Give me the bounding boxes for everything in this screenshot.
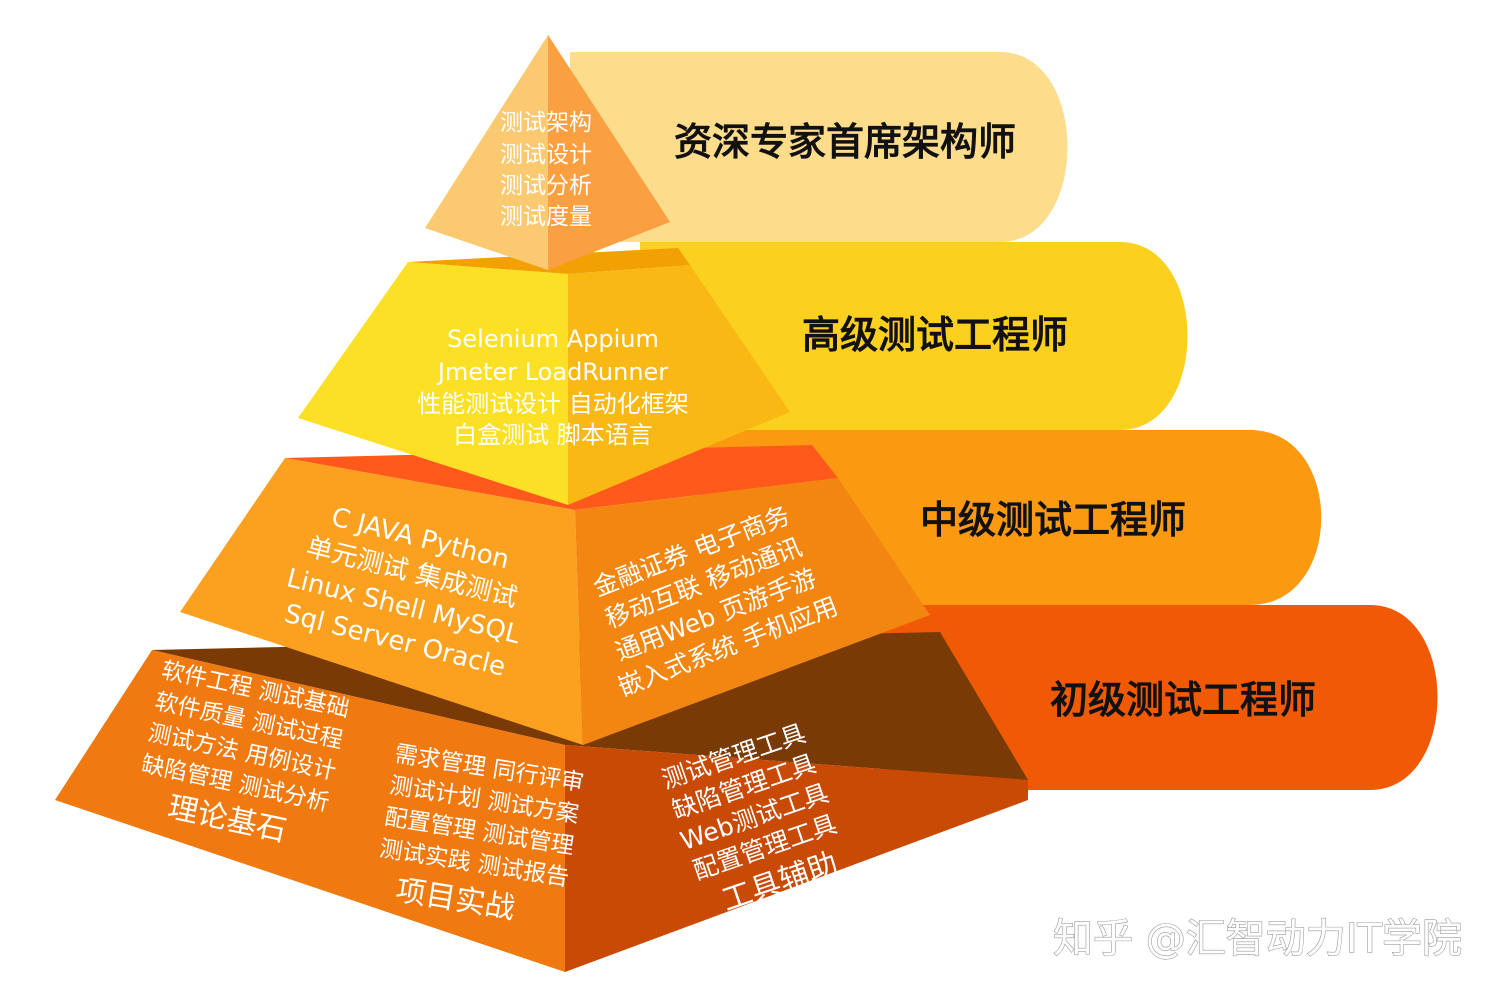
banner-tier-3 bbox=[640, 242, 1188, 430]
tier-3-title: 高级测试工程师 bbox=[802, 313, 1068, 357]
tier-3-skill-line: 白盒测试 脚本语言 bbox=[453, 421, 653, 449]
tier-4-right-face bbox=[548, 35, 670, 270]
tier-3-skill-line: Jmeter LoadRunner bbox=[436, 358, 668, 386]
tier-1-left-face bbox=[55, 650, 565, 972]
tier-4-left-face bbox=[425, 35, 548, 270]
tier-2-right-face bbox=[575, 478, 930, 745]
tier-1-project-skills: 需求管理 同行评审 测试计划 测试方案 配置管理 测试管理 测试实践 测试报告 … bbox=[378, 741, 586, 926]
tier-4-skills: 测试架构 测试设计 测试分析 测试度量 bbox=[500, 110, 592, 230]
tier-4-title: 资深专家首席架构师 bbox=[674, 120, 1016, 164]
tier-3-skill-line: Selenium Appium bbox=[447, 325, 659, 353]
pyramid-tier-4 bbox=[425, 35, 670, 270]
tier-4-skill-line: 测试架构 bbox=[500, 110, 592, 136]
pyramid-tier-2 bbox=[180, 445, 930, 745]
tier-1-right-face bbox=[565, 745, 1028, 972]
tier-4-skill-line: 测试分析 bbox=[500, 173, 592, 199]
tier-3-left-face bbox=[298, 262, 568, 505]
tier-3-skill-line: 性能测试设计 自动化框架 bbox=[417, 390, 689, 418]
tier-3-right-face bbox=[568, 265, 790, 505]
tier-2-left-face bbox=[180, 458, 583, 745]
tier-banners bbox=[570, 52, 1438, 790]
tier-4-skill-line: 测试设计 bbox=[500, 142, 592, 168]
tier-titles: 资深专家首席架构师 高级测试工程师 中级测试工程师 初级测试工程师 bbox=[674, 120, 1316, 722]
tier-1-theory-skills: 软件工程 测试基础 软件质量 测试过程 测试方法 用例设计 缺陷管理 测试分析 … bbox=[139, 657, 351, 849]
tier-1-title: 初级测试工程师 bbox=[1050, 678, 1316, 722]
watermark: 知乎 @汇智动力IT学院 bbox=[1053, 916, 1462, 962]
tier-3-skills: Selenium Appium Jmeter LoadRunner 性能测试设计… bbox=[417, 325, 689, 449]
banner-tier-1 bbox=[880, 605, 1438, 790]
tier-4-skill-line: 测试度量 bbox=[500, 204, 592, 230]
banner-tier-4 bbox=[570, 52, 1068, 242]
tier-2-title: 中级测试工程师 bbox=[920, 498, 1186, 542]
